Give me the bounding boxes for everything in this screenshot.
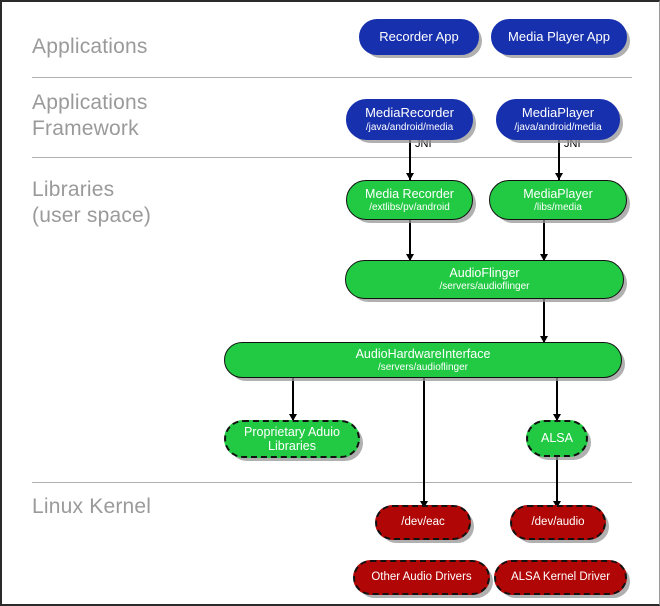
node-other-audio-drivers-title: Other Audio Drivers — [371, 570, 472, 583]
node-dev-audio[interactable]: /dev/audio — [510, 505, 606, 540]
node-mediarecorder-library[interactable]: Media Recorder /extlibs/pv/android — [346, 180, 473, 220]
node-mediaplayer-framework[interactable]: MediaPlayer /java/android/media — [496, 99, 620, 140]
node-mediarecorder-library-path: /extlibs/pv/android — [369, 201, 450, 213]
node-mediarecorder-library-title: Media Recorder — [365, 186, 454, 201]
node-audioflinger-path: /servers/audioflinger — [439, 281, 530, 293]
node-audioflinger[interactable]: AudioFlinger /servers/audioflinger — [345, 260, 624, 299]
node-alsa-kernel-driver[interactable]: ALSA Kernel Driver — [494, 560, 627, 595]
connector-mediarecorder-jni — [409, 140, 411, 180]
separator-applications — [32, 77, 632, 78]
node-mediaplayer-library-path: /libs/media — [534, 201, 582, 213]
node-other-audio-drivers[interactable]: Other Audio Drivers — [353, 560, 490, 595]
arrowhead-mediarecorder-jni — [406, 173, 414, 180]
edge-label-jni-left: JNI — [415, 138, 432, 150]
node-audioflinger-title: AudioFlinger — [449, 266, 520, 281]
arrowhead-mediaplayerlib-audioflinger — [540, 254, 548, 261]
node-recorder-app-title: Recorder App — [379, 28, 459, 44]
connector-mediaplayerlib-audioflinger — [543, 220, 545, 260]
connector-alsa-devaudio — [556, 457, 558, 506]
node-mediaplayer-framework-path: /java/android/media — [514, 121, 602, 133]
separator-framework — [32, 157, 632, 158]
node-alsa-title: ALSA — [541, 431, 573, 446]
arrowhead-mediaplayer-jni — [555, 173, 563, 180]
node-audiohardwareinterface-path: /servers/audioflinger — [377, 361, 469, 373]
node-mediarecorder-framework[interactable]: MediaRecorder /java/android/media — [346, 99, 473, 140]
node-media-player-app-title: Media Player App — [508, 28, 610, 44]
connector-mediarecorderlib-audioflinger — [409, 220, 411, 260]
node-mediaplayer-framework-title: MediaPlayer — [521, 104, 595, 120]
node-mediarecorder-framework-path: /java/android/media — [365, 121, 454, 133]
separator-kernel — [32, 482, 632, 483]
node-alsa-kernel-driver-title: ALSA Kernel Driver — [510, 570, 611, 583]
node-mediarecorder-framework-title: MediaRecorder — [365, 104, 454, 120]
node-mediaplayer-library-title: MediaPlayer — [523, 186, 593, 201]
connector-mediaplayer-jni — [558, 140, 560, 180]
layer-label-applications: Applications — [32, 35, 148, 58]
node-dev-eac-title: /dev/eac — [401, 515, 445, 528]
node-mediaplayer-library[interactable]: MediaPlayer /libs/media — [489, 180, 627, 220]
arrowhead-ahi-alsa — [553, 414, 561, 421]
node-recorder-app[interactable]: Recorder App — [359, 19, 479, 55]
arrowhead-mediarecorderlib-audioflinger — [406, 254, 414, 261]
layer-label-libraries: Libraries (user space) — [32, 178, 152, 227]
node-proprietary-audio-libraries[interactable]: Proprietary Aduio Libraries — [224, 420, 360, 458]
connector-audioflinger-audiohardwareinterface — [543, 299, 545, 342]
node-audiohardwareinterface[interactable]: AudioHardwareInterface /servers/audiofli… — [224, 342, 622, 378]
layer-label-linux-kernel: Linux Kernel — [32, 495, 152, 518]
node-audiohardwareinterface-title: AudioHardwareInterface — [355, 346, 491, 361]
node-proprietary-audio-libraries-title: Proprietary Aduio — [244, 424, 340, 439]
connector-ahi-proprietary — [292, 378, 294, 420]
node-dev-eac[interactable]: /dev/eac — [375, 505, 471, 540]
node-proprietary-audio-libraries-subtitle: Libraries — [268, 439, 316, 453]
node-alsa[interactable]: ALSA — [526, 420, 588, 457]
connector-ahi-alsa — [556, 378, 558, 420]
node-media-player-app[interactable]: Media Player App — [491, 19, 627, 55]
arrowhead-ahi-proprietary — [289, 414, 297, 421]
node-dev-audio-title: /dev/audio — [531, 515, 585, 528]
edge-label-jni-right: JNI — [564, 138, 581, 150]
arrowhead-audioflinger-audiohardwareinterface — [540, 336, 548, 343]
layer-label-applications-framework: Applications Framework — [32, 91, 148, 140]
connector-ahi-deveac — [423, 378, 425, 506]
